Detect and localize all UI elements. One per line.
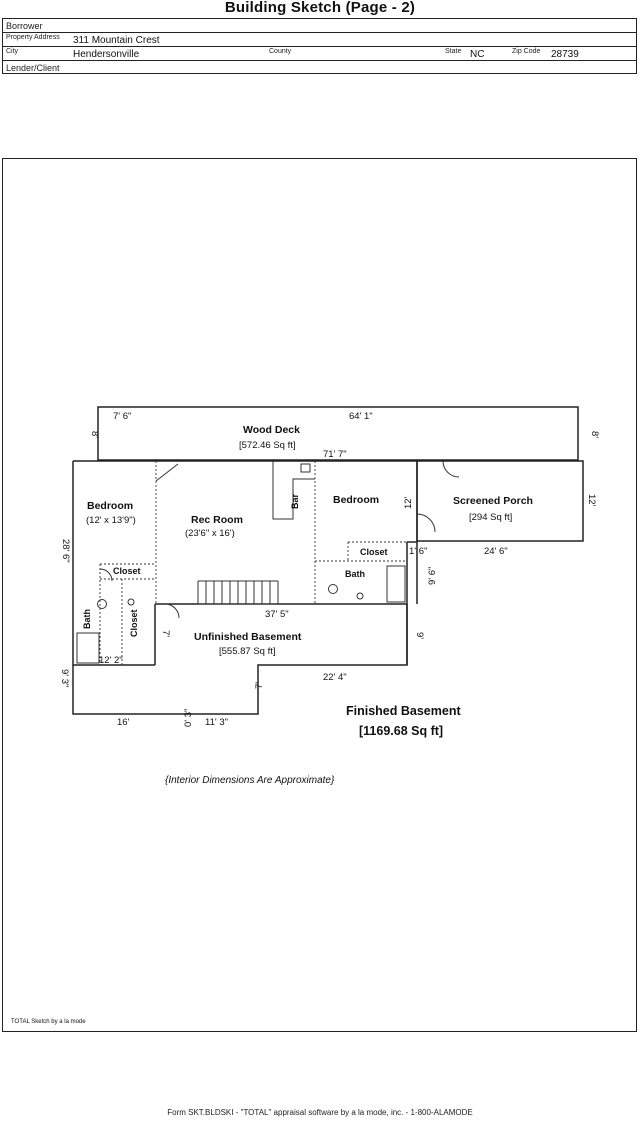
screened-porch-label: Screened Porch [453,495,533,507]
unfinished-label: Unfinished Basement [194,631,302,643]
sketch-frame: 7' 6" 64' 1" Wood Deck [572.46 Sq ft] 71… [2,158,637,1032]
fixtures [76,460,460,664]
sketch-labels: 7' 6" 64' 1" Wood Deck [572.46 Sq ft] 71… [59,411,600,786]
dim-7-b: 7' [254,682,265,689]
zip-value: 28739 [551,49,579,60]
dim-37-5: 37' 5" [265,609,289,620]
floor-plan: 7' 6" 64' 1" Wood Deck [572.46 Sq ft] 71… [59,406,600,786]
zip-label: Zip Code [512,48,541,55]
screened-porch-area: [294 Sq ft] [469,512,512,523]
property-header: Borrower Property Address 311 Mountain C… [2,18,637,74]
dim-11-3: 11' 3" [205,717,228,728]
dim-9: 9' [414,632,425,639]
wood-deck-outline [97,406,579,461]
bar-counter [272,461,315,520]
deck-dim-left-top: 7' 6" [113,411,131,422]
borrower-label: Borrower [6,21,43,31]
county-label: County [269,48,292,55]
city-row: City Hendersonville County State NC Zip … [3,47,636,61]
bar-sink-icon [300,463,311,473]
dim-left-height: 28' 6" [60,539,71,563]
bedroom-left-label: Bedroom [87,500,133,512]
bath-right-label: Bath [345,569,365,579]
finished-basement-label: Finished Basement [346,704,461,718]
dim-right-step: 9' 6" [427,567,438,585]
porch-dim-short: 1' 6" [409,546,427,557]
door-unfinished [164,603,180,619]
city-label: City [6,48,19,55]
right-sink-icon [356,592,364,600]
door-porch [442,460,460,478]
bar-label: Bar [290,493,300,509]
state-value: NC [470,49,485,60]
left-sink-icon [127,598,135,606]
sketch-credit: TOTAL Sketch by a la mode [11,1019,86,1025]
unfinished-area: [555.87 Sq ft] [219,646,276,657]
deck-dim-top: 64' 1" [349,411,373,422]
dim-9-3: 9' 3" [59,669,70,687]
lender-label: Lender/Client [6,63,60,73]
bath-left-label: Bath [82,609,92,629]
dim-22-4: 22' 4" [323,672,347,683]
rec-room-label: Rec Room [191,514,243,526]
door-porch-lower [416,513,436,533]
finished-basement-area: [1169.68 Sq ft] [359,724,443,738]
door-rec-room [155,463,179,482]
closet-lower-label: Closet [129,609,139,637]
city-value: Hendersonville [73,49,140,60]
right-toilet-icon [328,584,338,594]
dim-7-a: 7' [160,630,171,637]
rec-room-size: (23'6" x 16') [185,528,235,539]
form-footer: Form SKT.BLDSKI - "TOTAL" appraisal soft… [167,1108,473,1117]
bedroom-right-label: Bedroom [333,494,379,506]
borrower-row: Borrower [3,19,636,33]
dim-16: 16' [117,717,130,728]
porch-dim-bottom: 24' 6" [484,546,508,557]
left-tub-icon [76,632,100,664]
left-toilet-icon [97,599,107,609]
deck-dim-right: 8' [589,431,600,438]
closet-upper-label: Closet [113,566,141,576]
lender-row: Lender/Client [3,61,636,74]
deck-dim-bottom: 71' 7" [323,449,347,460]
page-title: Building Sketch (Page - 2) [224,0,416,16]
closet-right-label: Closet [360,547,388,557]
bedroom-left-size: (12' x 13'9") [86,515,136,526]
door-closet [99,568,113,582]
dim-12-2: 12' 2" [99,655,123,666]
wood-deck-label: Wood Deck [243,424,300,436]
wood-deck-area: [572.46 Sq ft] [239,440,296,451]
address-label: Property Address [6,34,60,41]
deck-dim-left: 8' [89,431,100,438]
right-tub-icon [386,565,406,603]
porch-dim-right: 12' [586,494,597,507]
address-row: Property Address 311 Mountain Crest [3,33,636,47]
dim-0-3: 0' 3" [183,709,194,727]
approximate-note: {Interior Dimensions Are Approximate} [165,775,335,786]
stairs [197,580,279,605]
walls [72,406,584,715]
interior-partitions [99,461,407,665]
address-value: 311 Mountain Crest [73,35,160,46]
bedroom-right-dim: 12' [403,496,414,509]
state-label: State [445,48,462,55]
